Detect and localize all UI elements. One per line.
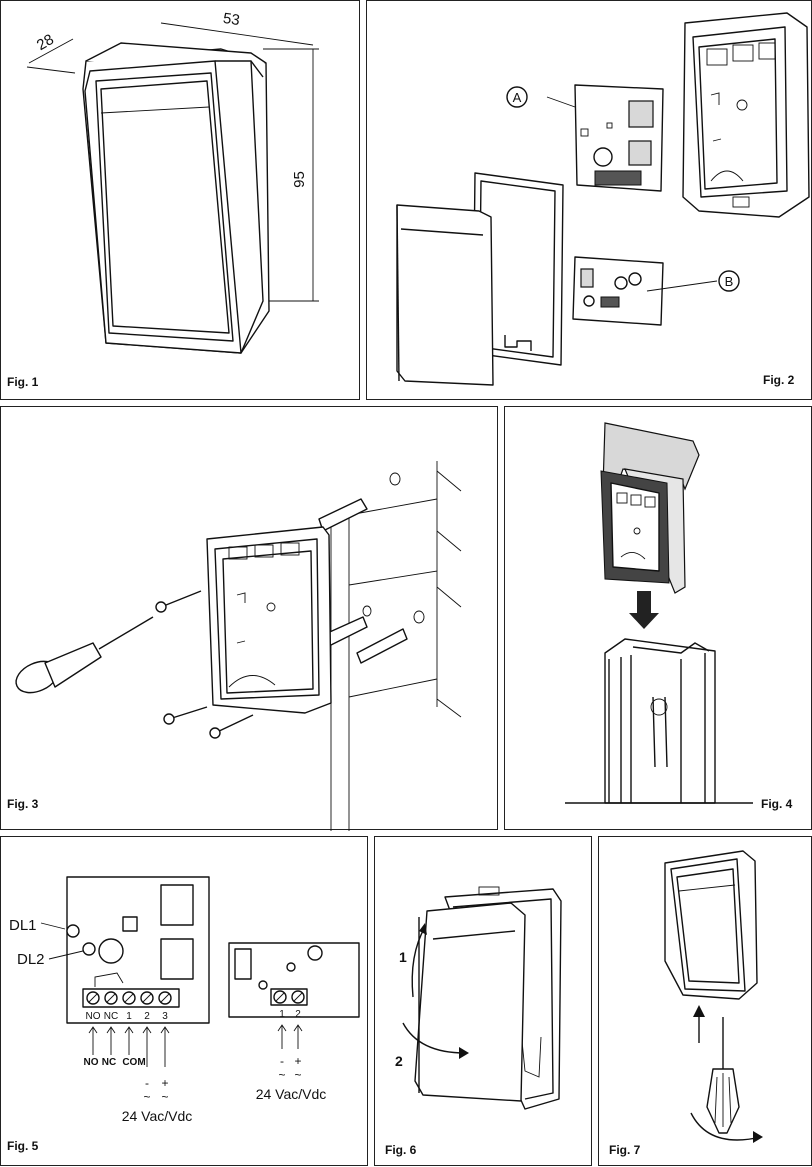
figure-2-label: Fig. 2 — [763, 373, 795, 387]
terminal-label-nc: NC — [104, 1011, 118, 1022]
figure-5-wiring-diagram: NO NC 1 2 3 NO NC COM - + ~ ~ 24 Vac/Vdc — [40, 876, 360, 1124]
ac-tilde-left-2: ~ — [161, 1090, 168, 1104]
screw — [163, 706, 208, 725]
wire-label-com: COM — [122, 1057, 145, 1068]
figure-1-enclosure-drawing — [26, 22, 319, 354]
figure-4-column-mounting — [565, 422, 753, 804]
callout-b-text: B — [725, 274, 734, 289]
polarity-minus-right: - — [280, 1054, 284, 1068]
led-dl1 — [66, 924, 80, 938]
ac-tilde-left-1: ~ — [143, 1090, 150, 1104]
terminal-label-r2: 2 — [295, 1009, 301, 1020]
step-1-label: 1 — [399, 949, 407, 965]
figure-3-wall-mounting — [15, 461, 462, 831]
led-dl2 — [82, 942, 96, 956]
polarity-minus-left: - — [145, 1076, 149, 1090]
dl1-label: DL1 — [9, 917, 37, 934]
terminal-label-r1: 1 — [279, 1009, 285, 1020]
figure-6-panel: 1 2 Fig. 6 — [374, 836, 592, 1166]
terminal-label-3: 3 — [162, 1011, 168, 1022]
terminal-label-1: 1 — [126, 1011, 132, 1022]
callout-b-circle — [718, 270, 740, 292]
figure-5-panel: NO NC 1 2 3 NO NC COM - + ~ ~ 24 Vac/Vdc — [0, 836, 368, 1166]
dl2-label: DL2 — [17, 951, 45, 968]
wire-label-nc: NC — [102, 1057, 116, 1068]
screw — [209, 714, 254, 739]
figure-4-panel: Fig. 4 — [504, 406, 812, 830]
supply-label-right: 24 Vac/Vdc — [256, 1086, 327, 1102]
figure-7-panel: Fig. 7 — [598, 836, 812, 1166]
figure-3-label: Fig. 3 — [7, 797, 39, 811]
terminal-block-left — [86, 991, 172, 1005]
step-2-label: 2 — [395, 1053, 403, 1069]
ac-tilde-right-2: ~ — [294, 1068, 301, 1082]
wire-label-no: NO — [84, 1057, 99, 1068]
callout-a-text: A — [513, 90, 522, 105]
terminal-block-right — [273, 990, 305, 1004]
polarity-plus-left: + — [161, 1076, 168, 1090]
figure-7-label: Fig. 7 — [609, 1143, 641, 1157]
figure-1-panel: 28 53 95 Fig. 1 — [0, 0, 360, 400]
figure-3-panel: Fig. 3 — [0, 406, 498, 831]
height-dimension-label: 95 — [290, 171, 308, 188]
figure-6-cover-fitting — [402, 886, 562, 1110]
polarity-plus-right: + — [294, 1054, 301, 1068]
screw — [155, 590, 202, 613]
figure-4-label: Fig. 4 — [761, 797, 793, 811]
figure-5-label: Fig. 5 — [7, 1139, 39, 1153]
figure-2-exploded-view: A B — [396, 12, 810, 386]
figure-7-cover-removal — [664, 850, 763, 1143]
figure-1-label: Fig. 1 — [7, 375, 39, 389]
figure-2-panel: A B Fig. 2 — [366, 0, 812, 400]
figure-6-label: Fig. 6 — [385, 1143, 417, 1157]
terminal-label-no: NO — [86, 1011, 101, 1022]
width-dimension-label: 53 — [221, 9, 241, 30]
supply-label-left: 24 Vac/Vdc — [122, 1108, 193, 1124]
callout-a-circle — [506, 86, 528, 108]
ac-tilde-right-1: ~ — [278, 1068, 285, 1082]
terminal-label-2: 2 — [144, 1011, 150, 1022]
